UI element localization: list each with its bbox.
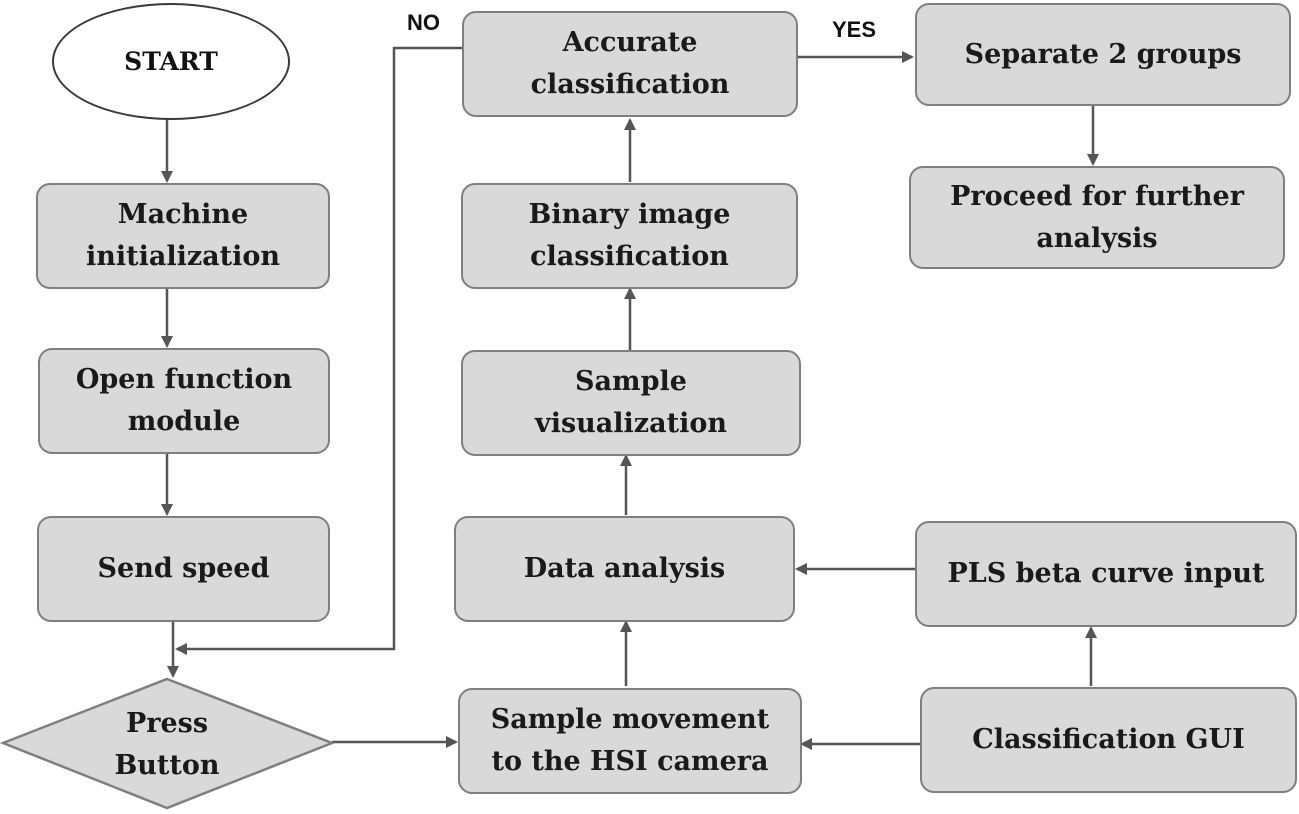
data-analysis-label: Data analysis [523,553,726,584]
binary-image-classification-box: Binary image classification [461,183,798,289]
classification-gui-label: Classification GUI [972,724,1245,755]
proceed-further-analysis-label: Proceed for further analysis [950,180,1244,254]
sample-movement-box: Sample movement to the HSI camera [458,688,802,794]
separate-groups-box: Separate 2 groups [915,3,1291,106]
no-edge-label: NO [407,10,440,35]
pls-beta-curve-input-box: PLS beta curve input [915,521,1297,627]
sample-movement-label: Sample movement to the HSI camera [490,704,770,777]
press-button-label-wrap: Press Button [60,700,274,790]
send-speed-label: Send speed [97,553,270,584]
machine-initialization-box: Machine initialization [36,183,330,289]
accurate-classification-box: Accurate classification [462,11,798,117]
sample-visualization-label: Sample visualization [535,366,727,439]
press-button-diamond [0,677,336,810]
press-button-label: Press Button [114,708,220,781]
proceed-further-analysis-box: Proceed for further analysis [909,166,1285,269]
send-speed-box: Send speed [37,516,330,622]
start-label: START [124,47,218,76]
accurate-classification-label: Accurate classification [530,27,730,100]
arrow-no-loop [175,46,462,655]
open-function-module-box: Open function module [38,348,330,454]
open-function-module-label: Open function module [75,364,293,437]
sample-visualization-box: Sample visualization [461,350,801,456]
classification-gui-box: Classification GUI [920,687,1297,793]
machine-initialization-label: Machine initialization [85,199,281,272]
data-analysis-box: Data analysis [454,516,795,622]
start-node: START [52,3,290,120]
yes-edge-label: YES [832,17,877,42]
separate-groups-label: Separate 2 groups [964,38,1242,70]
binary-image-classification-label: Binary image classification [528,199,731,272]
pls-beta-curve-input-label: PLS beta curve input [947,558,1265,589]
